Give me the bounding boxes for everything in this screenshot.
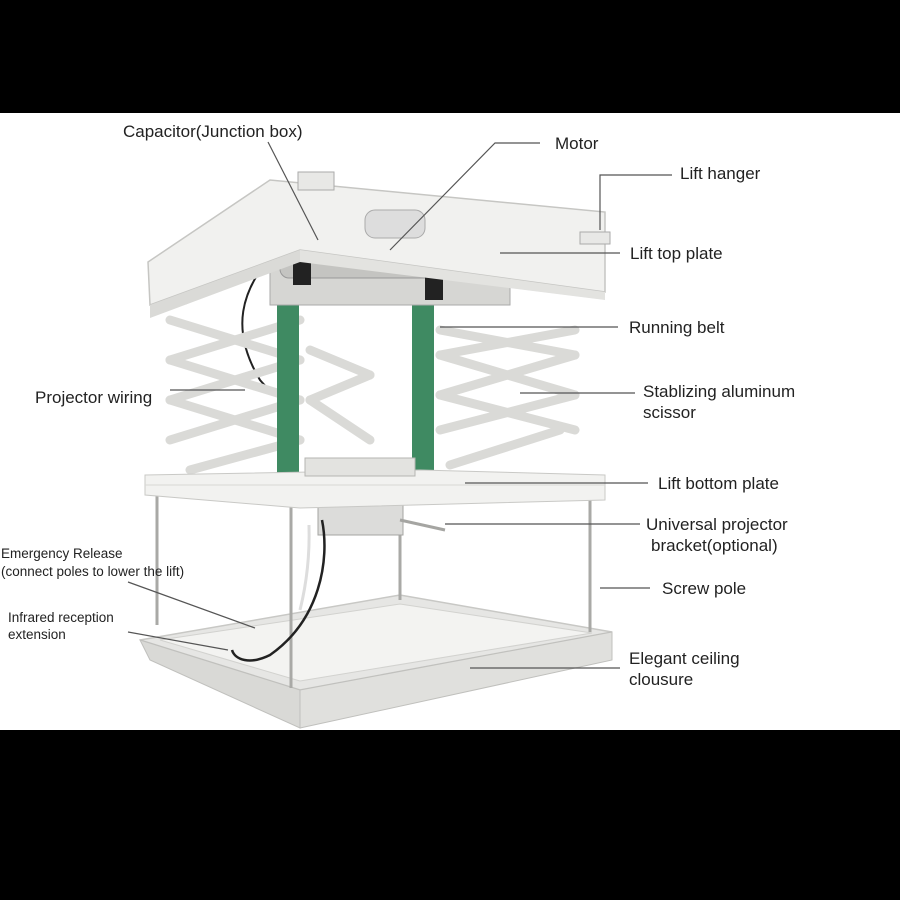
running-belts (277, 275, 434, 475)
label-stabilizing-scissor-1: Stablizing aluminum (643, 382, 796, 401)
projector-bracket (317, 504, 446, 536)
label-lift-bottom-plate: Lift bottom plate (658, 474, 779, 493)
diagram-panel: Capacitor(Junction box) Motor Lift hange… (0, 113, 900, 730)
scissor-right (305, 325, 580, 470)
label-emergency-release-1: Emergency Release (1, 546, 123, 561)
label-screw-pole: Screw pole (662, 579, 747, 598)
label-ceiling-closure-1: Elegant ceiling (629, 649, 740, 668)
label-infrared-2: extension (8, 627, 66, 642)
top-assembly (147, 171, 611, 318)
projector-lift-illustration (127, 141, 672, 729)
label-emergency-release-2: (connect poles to lower the lift) (1, 564, 185, 579)
label-universal-bracket-1: Universal projector (646, 515, 788, 534)
label-infrared-1: Infrared reception (8, 610, 114, 625)
label-universal-bracket-2: bracket(optional) (651, 536, 778, 555)
label-lift-top-plate: Lift top plate (630, 244, 723, 263)
ceiling-closure-frame (139, 594, 613, 729)
leader-lines (127, 141, 672, 669)
label-motor: Motor (555, 134, 599, 153)
label-lift-hanger: Lift hanger (680, 164, 761, 183)
label-stabilizing-scissor-2: scissor (643, 403, 696, 422)
label-projector-wiring: Projector wiring (35, 388, 153, 407)
label-running-belt: Running belt (629, 318, 725, 337)
label-ceiling-closure-2: clousure (629, 670, 694, 689)
lift-bottom-plate (144, 457, 606, 509)
label-capacitor: Capacitor(Junction box) (123, 122, 303, 141)
